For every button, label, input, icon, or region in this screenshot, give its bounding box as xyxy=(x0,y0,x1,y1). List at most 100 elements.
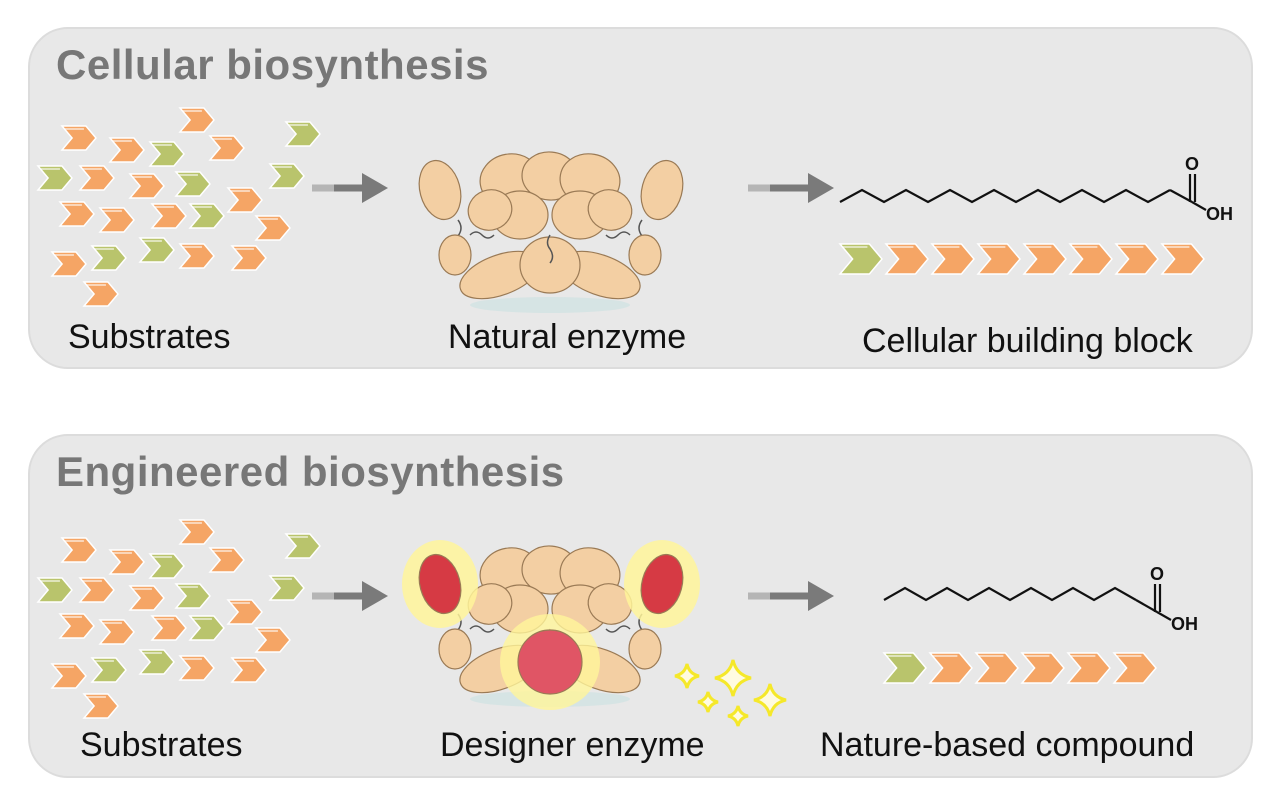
substrates-label: Substrates xyxy=(80,726,243,764)
carbon-chain xyxy=(839,188,1171,204)
product-chevron-green xyxy=(838,243,883,275)
hydroxyl-label: OH xyxy=(1171,614,1198,634)
fatty-acid-structure-icon: OOH xyxy=(839,154,1233,224)
product-chevron-orange xyxy=(928,652,973,684)
arrow-head xyxy=(808,581,834,611)
substrate-chevron-icon xyxy=(208,547,245,573)
substrate-chevron-icon xyxy=(90,245,127,271)
enzyme-linker xyxy=(469,231,495,239)
panel-title: Engineered biosynthesis xyxy=(56,448,565,495)
sparkle-icon xyxy=(697,691,719,713)
designer-active-site xyxy=(517,629,583,695)
substrate-chevron-icon xyxy=(82,693,119,719)
enzyme-shadow xyxy=(470,297,630,313)
substrate-chevron-icon xyxy=(50,251,87,277)
substrate-chevron-icon xyxy=(60,537,97,563)
enzyme-linker xyxy=(469,625,495,633)
sparkle-icon xyxy=(753,683,787,717)
natural-enzyme-label: Natural enzyme xyxy=(448,318,687,356)
cellular-biosynthesis-panel: Cellular biosynthesis xyxy=(28,27,1253,369)
substrate-chevron-icon xyxy=(150,615,187,641)
product-chevron-orange xyxy=(976,243,1021,275)
product-chevron-orange xyxy=(1068,243,1113,275)
substrate-chevron-icon xyxy=(108,549,145,575)
product-chevron-orange xyxy=(1020,652,1065,684)
sparkle-icon xyxy=(674,663,700,689)
enzyme-linker xyxy=(605,231,631,239)
substrate-chevron-icon xyxy=(188,615,225,641)
oxygen-label: O xyxy=(1150,564,1164,584)
substrate-chevron-icon xyxy=(178,655,215,681)
substrate-chevron-icon xyxy=(230,657,267,683)
substrate-chevron-icon xyxy=(178,519,215,545)
enzyme-core-domain xyxy=(587,189,633,231)
substrate-chevron-icon xyxy=(36,577,73,603)
enzyme-linker xyxy=(638,219,643,237)
enzyme-side-domain xyxy=(438,234,472,276)
sparkle-icon xyxy=(727,705,749,727)
substrate-chevron-icon xyxy=(226,187,263,213)
substrate-chevron-icon xyxy=(50,663,87,689)
substrate-chevron-icon xyxy=(128,173,165,199)
hydroxyl-bond xyxy=(1191,201,1207,211)
process-arrow-icon xyxy=(312,581,388,611)
substrate-chevron-icon xyxy=(174,171,211,197)
carbon-chain xyxy=(883,586,1137,602)
enzyme-core-domain xyxy=(467,189,513,231)
cellular-building-block-label: Cellular building block xyxy=(862,322,1193,360)
hydroxyl-label: OH xyxy=(1206,204,1233,224)
substrate-chevron-icon xyxy=(208,135,245,161)
arrow-head xyxy=(362,581,388,611)
substrate-chevron-icon xyxy=(284,121,321,147)
substrate-chevron-icon xyxy=(178,243,215,269)
hydroxyl-bond xyxy=(1156,611,1172,621)
panel-title: Cellular biosynthesis xyxy=(56,41,489,88)
substrate-chevron-icon xyxy=(150,203,187,229)
product-chevron-orange xyxy=(1022,243,1067,275)
enzyme-outer-domain xyxy=(418,553,462,615)
product-chevron-orange xyxy=(930,243,975,275)
substrate-chevron-icon xyxy=(148,141,185,167)
enzyme-outer-domain xyxy=(640,553,684,615)
substrate-chevron-icon xyxy=(36,165,73,191)
substrate-chevron-icon xyxy=(230,245,267,271)
substrate-chevron-icon xyxy=(78,165,115,191)
substrate-chevron-icon xyxy=(78,577,115,603)
substrate-chevron-icon xyxy=(254,627,291,653)
arrow-head xyxy=(362,173,388,203)
substrate-chevron-icon xyxy=(138,649,175,675)
substrate-chevron-icon xyxy=(98,207,135,233)
product-chevron-orange xyxy=(1160,243,1205,275)
enzyme-side-domain xyxy=(438,628,472,670)
fatty-acid-structure-icon: O OH xyxy=(883,564,1198,634)
substrate-chevron-icon xyxy=(128,585,165,611)
substrate-chevron-icon xyxy=(188,203,225,229)
process-arrow-icon xyxy=(748,581,834,611)
sparkle-icon xyxy=(714,659,752,697)
enzyme-linker xyxy=(546,234,554,264)
substrate-chevron-icon xyxy=(174,583,211,609)
enzyme-side-domain xyxy=(628,234,662,276)
substrate-chevron-icon xyxy=(268,163,305,189)
product-chevron-orange xyxy=(974,652,1019,684)
carbon-bond xyxy=(1169,189,1193,203)
substrate-chevron-icon xyxy=(284,533,321,559)
substrate-chevron-icon xyxy=(226,599,263,625)
substrate-chevron-icon xyxy=(148,553,185,579)
substrate-chevron-icon xyxy=(138,237,175,263)
substrate-chevron-icon xyxy=(98,619,135,645)
substrate-chevron-icon xyxy=(82,281,119,307)
substrate-chevron-icon xyxy=(178,107,215,133)
substrate-chevron-icon xyxy=(108,137,145,163)
enzyme-side-domain xyxy=(628,628,662,670)
substrate-chevron-icon xyxy=(90,657,127,683)
carbon-bond xyxy=(1135,599,1158,613)
product-chevron-orange xyxy=(1112,652,1157,684)
substrates-label: Substrates xyxy=(68,318,231,356)
arrow-head xyxy=(808,173,834,203)
product-chevron-orange xyxy=(1066,652,1111,684)
substrate-chevron-icon xyxy=(60,125,97,151)
product-chevron-green xyxy=(882,652,927,684)
enzyme-linker xyxy=(605,625,631,633)
